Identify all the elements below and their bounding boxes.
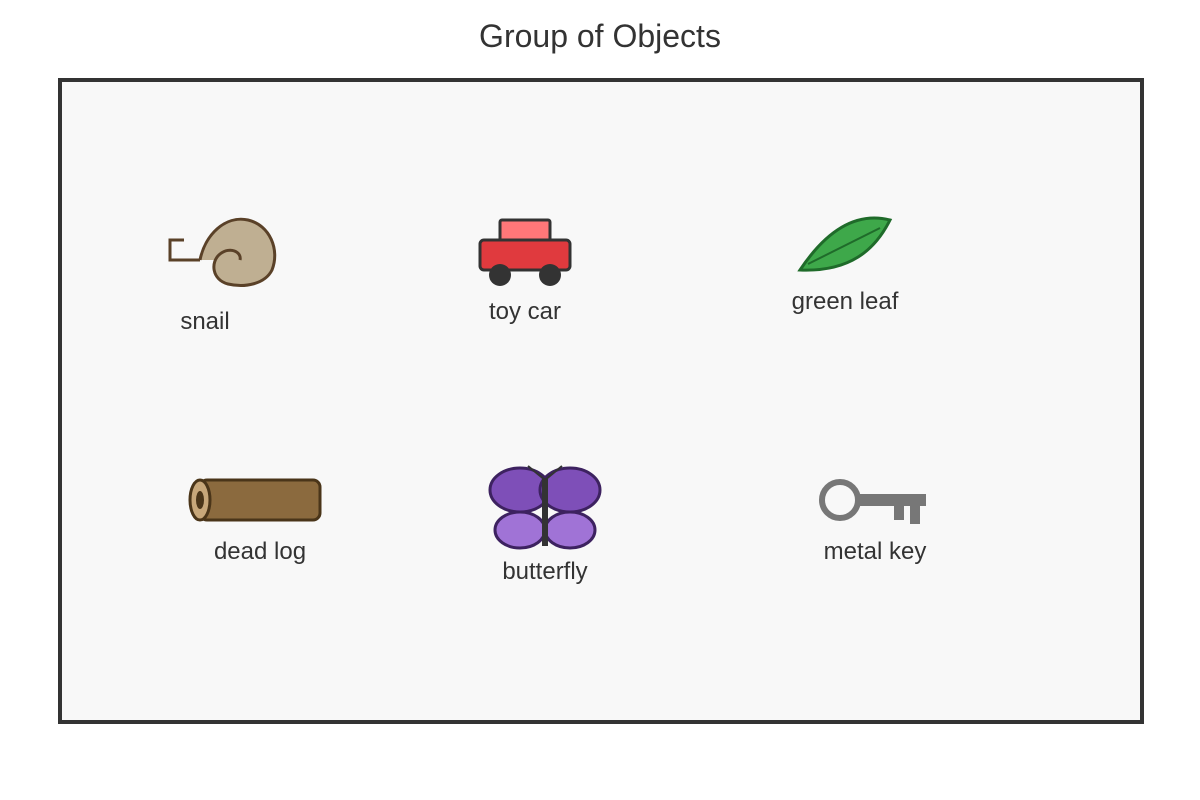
- butterfly-icon: [488, 465, 602, 550]
- green-leaf-label: green leaf: [791, 288, 899, 315]
- toy-car-label: toy car: [488, 298, 562, 325]
- dead-log-label: dead log: [213, 538, 307, 565]
- objects-panel: [58, 78, 1144, 724]
- log-icon: [188, 478, 322, 522]
- snail-icon: [168, 217, 277, 287]
- butterfly-label: butterfly: [502, 558, 588, 585]
- toy-car-icon: [478, 218, 572, 286]
- diagram-title: Group of Objects: [479, 18, 721, 54]
- metal-key-label: metal key: [823, 538, 927, 565]
- snail-label: snail: [180, 308, 230, 335]
- leaf-icon: [797, 216, 893, 272]
- key-icon: [819, 479, 926, 524]
